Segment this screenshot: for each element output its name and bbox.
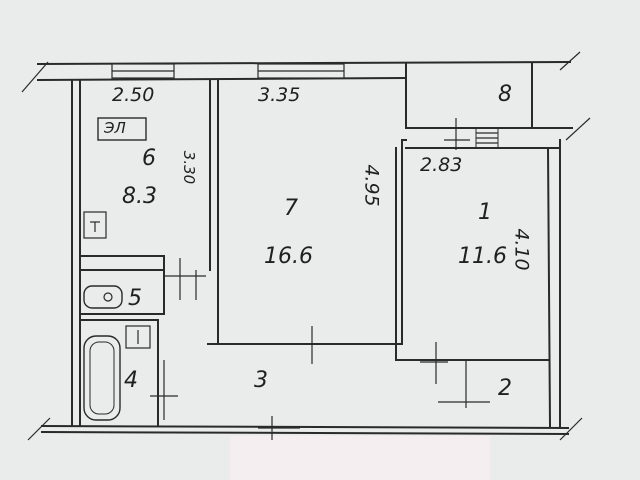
room-6-area: 8.3 xyxy=(122,184,157,209)
room1-walls xyxy=(395,147,549,361)
room-1-number: 1 xyxy=(478,200,492,225)
pink-paper-strip xyxy=(230,436,490,480)
dim-room1-length: 4.10 xyxy=(510,228,533,271)
room-2-label: 2 xyxy=(498,376,512,401)
room5-walls xyxy=(79,269,165,315)
break-mark-top-left xyxy=(21,61,49,93)
bottom-wall-line xyxy=(40,430,570,436)
electric-panel-box xyxy=(97,117,147,141)
right-wall xyxy=(546,146,552,428)
bottom-wall-outer xyxy=(40,424,570,430)
room-3-label: 3 xyxy=(254,368,268,393)
dim-room6-length: 3.30 xyxy=(180,150,199,185)
room-1-area: 11.6 xyxy=(458,244,507,269)
room8-wall xyxy=(405,63,573,129)
room-4-label: 4 xyxy=(124,368,138,393)
dim-room7-length: 4.95 xyxy=(360,164,383,207)
electric-panel-label: ЭЛ xyxy=(104,119,126,137)
room-5-label: 5 xyxy=(128,286,142,311)
stove-icon xyxy=(83,211,107,239)
break-mark-right xyxy=(565,117,591,141)
dim-room6-width: 2.50 xyxy=(112,84,155,106)
bathtub-icon xyxy=(83,335,121,421)
break-mark-bottom-left xyxy=(27,417,51,441)
sink-icon xyxy=(125,325,151,349)
top-wall-inner xyxy=(36,76,408,82)
toilet-icon xyxy=(83,285,123,309)
room-8-label: 8 xyxy=(498,82,512,107)
dim-room7-width: 3.35 xyxy=(258,84,301,106)
break-mark-bottom-right xyxy=(559,417,583,441)
room7-walls xyxy=(217,79,403,345)
room6-bottom-wall xyxy=(79,255,165,271)
room-7-area: 16.6 xyxy=(264,244,313,269)
room-6-number: 6 xyxy=(142,146,156,171)
dim-room1-width: 2.83 xyxy=(420,154,463,176)
room-7-number: 7 xyxy=(284,196,298,221)
